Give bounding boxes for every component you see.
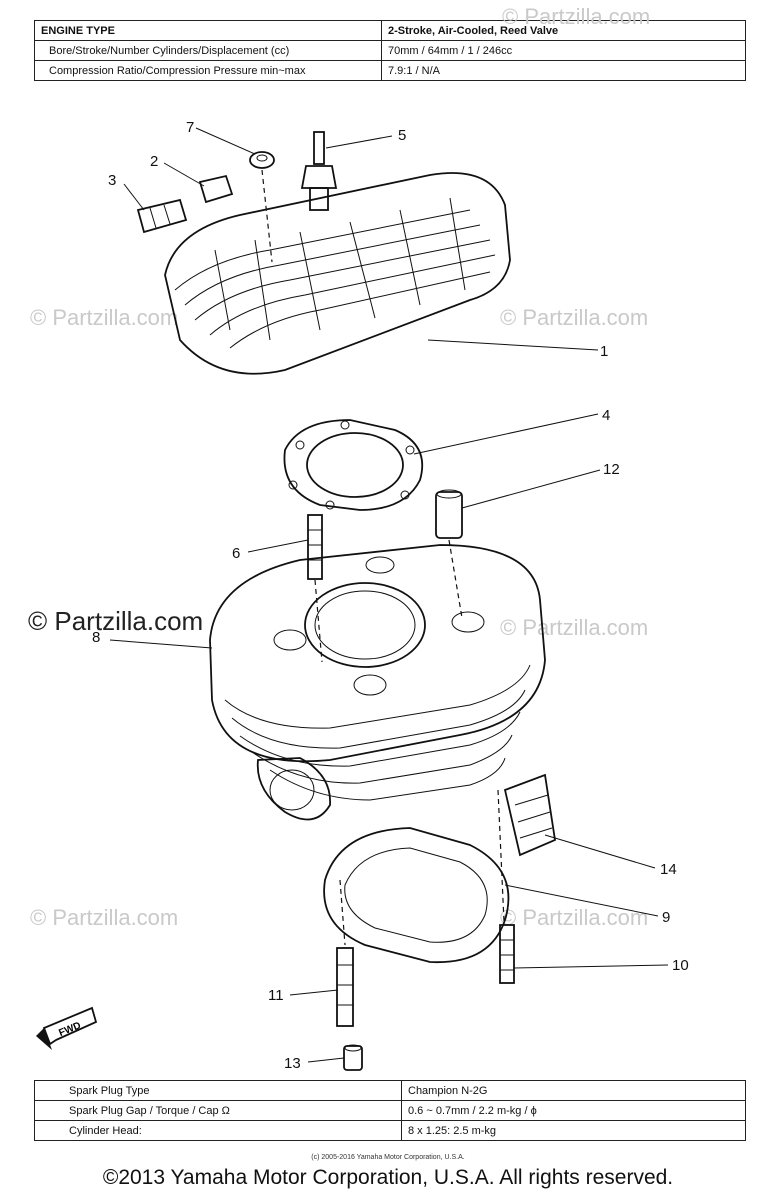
damper — [198, 174, 234, 204]
watermark: © Partzilla.com — [500, 905, 648, 930]
callout-14: 14 — [660, 861, 677, 878]
stud-bolt — [499, 924, 515, 984]
stud-bolt — [336, 947, 354, 1027]
credit-line: (c) 2005-2016 Yamaha Motor Corporation, … — [311, 1154, 465, 1161]
collar — [435, 489, 463, 539]
watermark: © Partzilla.com — [500, 305, 648, 330]
spec-value: 8 x 1.25: 2.5 m-kg — [401, 1120, 746, 1141]
watermark: © Partzilla.com — [502, 4, 650, 29]
spark-plug — [300, 131, 338, 211]
alignment-line — [261, 169, 273, 263]
watermark: © Partzilla.com — [30, 305, 178, 330]
callout-7: 7 — [186, 119, 194, 136]
spec-row-spark-plug-type: Spark Plug Type Champion N-2G — [34, 1080, 746, 1101]
stud-bolt — [307, 514, 323, 580]
spec-value: 7.9:1 / N/A — [381, 60, 746, 81]
callout-12: 12 — [603, 461, 620, 478]
spec-label: Spark Plug Gap / Torque / Cap Ω — [34, 1100, 402, 1121]
watermark: © Partzilla.com — [500, 615, 648, 640]
spec-value: 0.6 ~ 0.7mm / 2.2 m-kg / ϕ — [401, 1100, 746, 1121]
engine-spec-table: ENGINE TYPE 2-Stroke, Air-Cooled, Reed V… — [34, 20, 746, 81]
spec-row-compression: Compression Ratio/Compression Pressure m… — [34, 60, 746, 81]
damper — [136, 198, 188, 234]
spec-label: Compression Ratio/Compression Pressure m… — [34, 60, 382, 81]
callout-1: 1 — [600, 343, 608, 360]
alignment-line — [314, 579, 323, 663]
fwd-arrow-icon: FWD — [36, 1006, 98, 1050]
cap-nut — [249, 151, 275, 169]
callout-10: 10 — [672, 957, 689, 974]
callout-11: 11 — [268, 987, 284, 1004]
alignment-line — [339, 879, 346, 946]
cylinder-head — [164, 172, 511, 375]
alignment-line — [497, 789, 505, 923]
spark-plug-spec-table: Spark Plug Type Champion N-2G Spark Plug… — [34, 1080, 746, 1141]
base-gasket — [323, 827, 510, 964]
spec-label: Spark Plug Type — [34, 1080, 402, 1101]
callout-5: 5 — [398, 127, 406, 144]
watermark: © Partzilla.com — [28, 606, 203, 636]
damper — [503, 773, 556, 857]
callout-13: 13 — [284, 1055, 301, 1072]
callout-9: 9 — [662, 909, 670, 926]
spec-row-spark-plug-gap: Spark Plug Gap / Torque / Cap Ω 0.6 ~ 0.… — [34, 1100, 746, 1121]
head-gasket — [283, 419, 424, 511]
leader-lines — [109, 127, 669, 1063]
spec-value: Champion N-2G — [401, 1080, 746, 1101]
callout-6: 6 — [232, 545, 240, 562]
callout-8: 8 — [92, 629, 100, 646]
dowel-pin — [343, 1044, 363, 1071]
callout-3: 3 — [108, 172, 116, 189]
spec-label: Cylinder Head: — [34, 1120, 402, 1141]
callout-4: 4 — [602, 407, 610, 424]
watermark: © Partzilla.com — [30, 905, 178, 930]
copyright-notice: ©2013 Yamaha Motor Corporation, U.S.A. A… — [102, 1166, 674, 1189]
callout-2: 2 — [150, 153, 158, 170]
alignment-line — [448, 539, 463, 619]
fwd-label: FWD — [57, 1020, 82, 1039]
spec-row-cylinder-head: Cylinder Head: 8 x 1.25: 2.5 m-kg — [34, 1120, 746, 1141]
cylinder — [209, 544, 546, 821]
